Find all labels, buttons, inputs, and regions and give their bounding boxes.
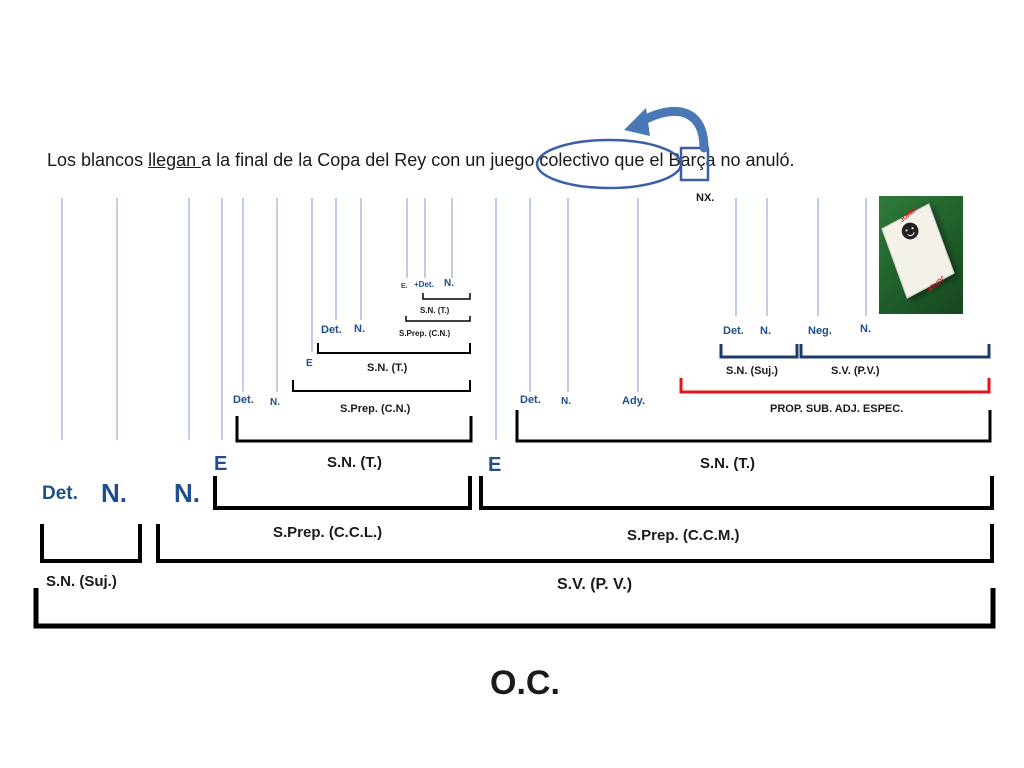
label-det-main: Det. <box>42 483 78 504</box>
label-sprep-ccl: S.Prep. (C.C.L.) <box>273 524 382 541</box>
bracket-sn-t-left <box>235 416 473 443</box>
label-e-left: E <box>214 453 227 475</box>
label-right-ady: Ady. <box>622 395 645 407</box>
label-sn-t-left: S.N. (T.) <box>327 454 382 471</box>
bracket-sv-pv <box>156 524 994 563</box>
label-oc: O.C. <box>490 664 560 702</box>
bracket-rel-sv <box>799 344 991 359</box>
label-low-sprep-cn: S.Prep. (C.N.) <box>340 403 411 415</box>
label-inner-e: E. <box>401 283 408 290</box>
bracket-sprep-ccm <box>479 476 994 510</box>
word-segment-end: el Barça no anuló. <box>644 150 795 170</box>
bracket-oc <box>33 588 996 629</box>
bracket-sprep-ccl <box>213 476 472 510</box>
label-mid-det: Det. <box>321 324 342 336</box>
bracket-rel-sn-suj <box>719 344 799 359</box>
label-inner-n: N. <box>444 278 454 289</box>
label-sn-suj: S.N. (Suj.) <box>46 573 117 590</box>
bracket-prop-sub <box>679 378 991 394</box>
label-rel-n: N. <box>760 325 771 337</box>
label-rel-neg: Neg. <box>808 325 832 337</box>
label-inner-sprep-cn: S.Prep. (C.N.) <box>399 329 450 338</box>
label-right-n: N. <box>561 396 571 407</box>
bracket-mid-sn <box>317 343 471 354</box>
label-sprep-ccm: S.Prep. (C.C.M.) <box>627 527 740 544</box>
word-segment: a la final de la Copa del Rey con un <box>201 150 491 170</box>
label-sv-pv: S.V. (P. V.) <box>557 576 632 593</box>
label-sn-t-right: S.N. (T.) <box>700 455 755 472</box>
word-que: que <box>614 150 645 170</box>
word-juego-colectivo: juego colectivo <box>490 150 610 170</box>
label-low-n: N. <box>270 397 280 408</box>
label-inner-sn-t: S.N. (T.) <box>420 306 450 315</box>
label-prop-sub: PROP. SUB. ADJ. ESPEC. <box>770 403 903 415</box>
bracket-sn-suj <box>40 524 142 563</box>
word-lines <box>61 198 867 440</box>
word-los-blancos: Los blancos <box>47 150 149 170</box>
label-rel-det: Det. <box>723 325 744 337</box>
word-llegan: llegan <box>148 150 202 170</box>
bracket-inner-sprep <box>405 316 471 322</box>
label-mid-n: N. <box>354 323 365 335</box>
label-nx: NX. <box>696 192 714 204</box>
joker-card-image: ☻ JOKER JOKER <box>879 196 963 314</box>
label-n-main: N. <box>101 478 127 508</box>
label-mid-e: E <box>306 358 313 369</box>
label-rel-sv-pv: S.V. (P.V.) <box>831 365 880 377</box>
label-right-det: Det. <box>520 394 541 406</box>
label-mid-sn-t: S.N. (T.) <box>367 362 408 374</box>
bracket-low-sprep <box>292 380 471 392</box>
sentence: Los blancos llegan a la final de la Copa… <box>47 150 795 171</box>
label-rel-n2: N. <box>860 323 871 335</box>
antecedent-arrow <box>635 106 709 153</box>
label-n-verb: N. <box>174 478 200 508</box>
arrow-head-icon <box>624 108 650 136</box>
label-low-det: Det. <box>233 394 254 406</box>
highlight-box-que <box>679 146 710 182</box>
bracket-inner-sn <box>422 293 471 300</box>
highlight-ellipse <box>535 138 683 190</box>
label-inner-plus-det: +Det. <box>414 280 434 289</box>
label-e-right: E <box>488 454 501 476</box>
label-rel-sn-suj: S.N. (Suj.) <box>726 365 778 377</box>
bracket-sn-t-right <box>515 410 992 443</box>
